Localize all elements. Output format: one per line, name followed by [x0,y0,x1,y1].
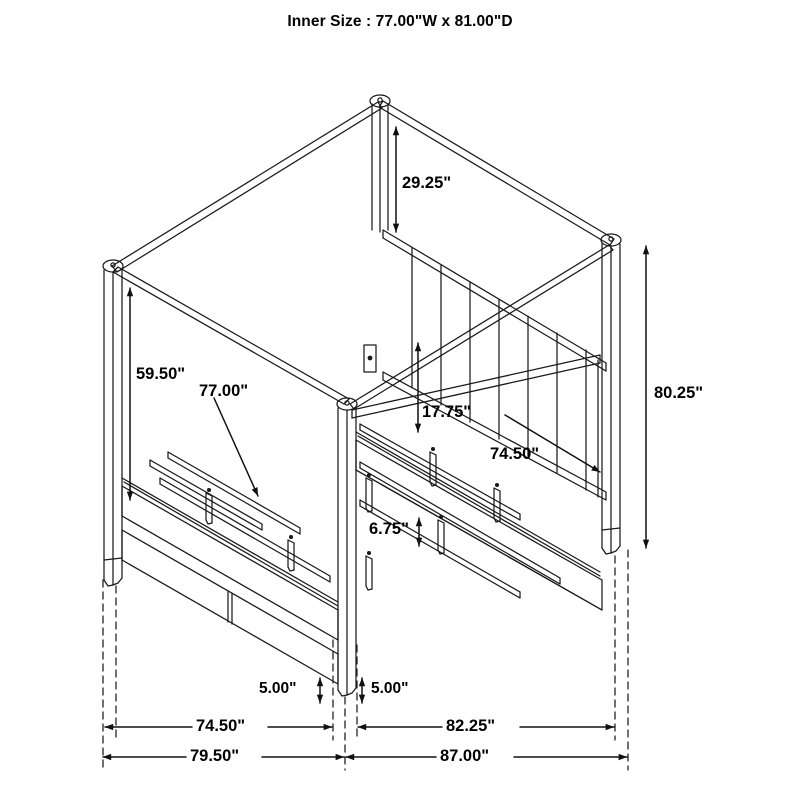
dim-label-82-25: 82.25" [446,717,496,735]
dim-label-5-00-right: 5.00" [371,680,409,697]
dim-label-79-50: 79.50" [190,747,240,765]
dim-label-74-50-rail: 74.50" [490,445,540,463]
dim-label-59-50: 59.50" [136,365,186,383]
dim-label-5-00-left: 5.00" [259,680,297,697]
dim-label-17-75: 17.75" [422,403,472,421]
dim-label-74-50-bottom: 74.50" [196,717,246,735]
dim-label-6-75: 6.75" [369,520,409,538]
dim-leader-77-00 [213,397,259,497]
dim-label-29-25: 29.25" [402,174,452,192]
dim-label-80-25: 80.25" [654,384,704,402]
dim-label-77-00: 77.00" [199,382,249,400]
dim-label-87-00: 87.00" [440,747,490,765]
dim-leader-74-50-rail [504,414,601,473]
page-title: Inner Size : 77.00"W x 81.00"D [287,13,513,30]
